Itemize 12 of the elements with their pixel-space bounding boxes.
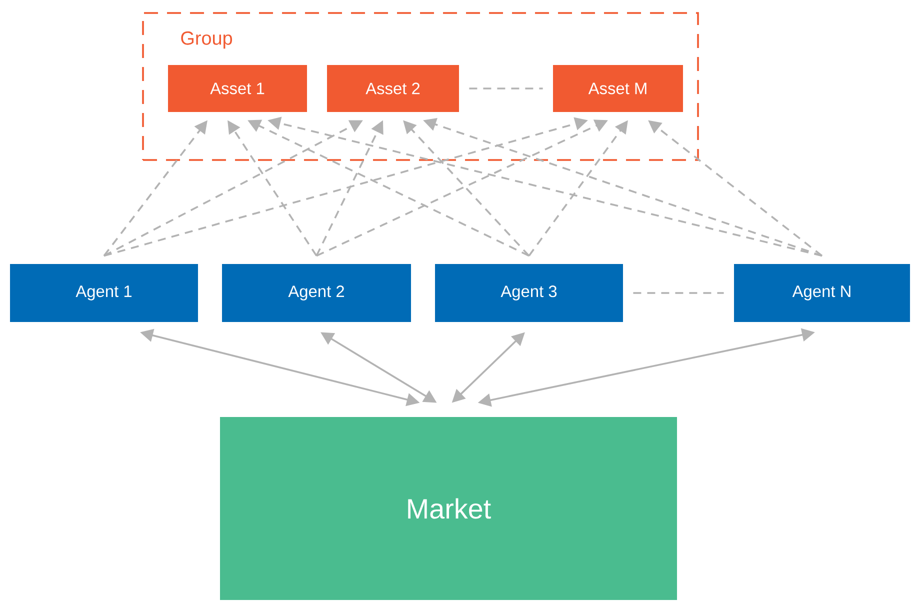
asset-box: Asset 2 [327,65,459,112]
agent-box: Agent N [734,264,910,322]
group-frame [142,12,699,161]
dashed-line [633,292,724,294]
group-label: Group [181,31,232,49]
asset-box: Asset 1 [168,65,307,112]
agent-box: Agent 1 [10,264,198,322]
market-box: Market [220,417,677,600]
dashed-line [469,88,543,90]
agent-box: Agent 2 [222,264,411,322]
asset-box: Asset M [553,65,683,112]
agent-box: Agent 3 [435,264,623,322]
